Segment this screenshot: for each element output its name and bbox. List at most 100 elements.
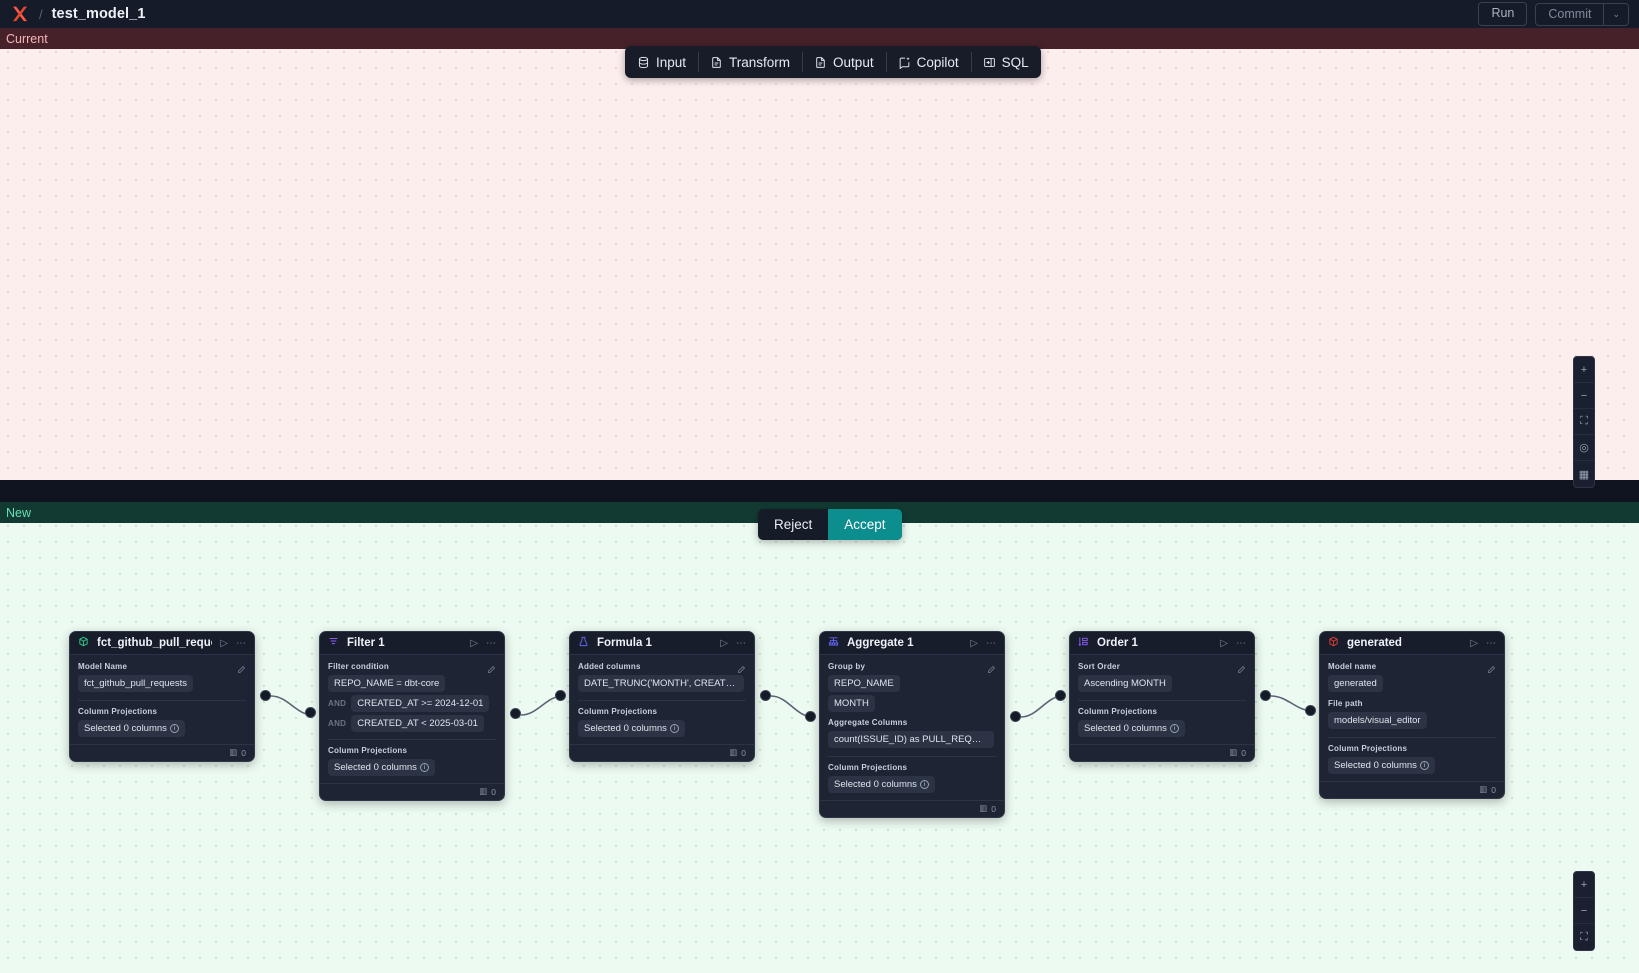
node-header[interactable]: fct_github_pull_requests ▷ ⋯ [70,632,254,655]
info-icon[interactable]: i [169,724,179,734]
node-aggregate-1[interactable]: Aggregate 1 ▷ ⋯ Group by REPO_NAME MONTH [819,631,1005,818]
toolbar-item-copilot[interactable]: Copilot [885,46,971,78]
node-footer: ▥ 0 [1320,781,1504,798]
play-icon[interactable]: ▷ [1470,637,1478,649]
play-icon[interactable]: ▷ [470,637,478,649]
play-icon[interactable]: ▷ [1220,637,1228,649]
document-icon [814,56,827,69]
port-out-filter[interactable] [510,708,521,719]
node-header[interactable]: generated ▷ ⋯ [1320,632,1504,655]
node-header[interactable]: Order 1 ▷ ⋯ [1070,632,1254,655]
play-icon[interactable]: ▷ [720,637,728,649]
dbt-logo-icon[interactable] [10,4,30,24]
node-generated[interactable]: generated ▷ ⋯ Model name generated File … [1319,631,1505,799]
accept-button[interactable]: Accept [828,509,902,540]
zoom-out-icon[interactable]: − [1574,898,1594,924]
ellipsis-icon[interactable]: ⋯ [986,637,996,649]
zoom-out-icon[interactable]: − [1574,383,1594,409]
info-icon[interactable]: i [419,763,429,773]
edit-pencil-icon[interactable] [737,661,746,679]
rows-icon: ▥ [979,803,988,813]
condition-chip[interactable]: CREATED_AT < 2025-03-01 [351,715,484,732]
breadcrumb-separator: / [39,6,43,22]
value-chip[interactable]: fct_github_pull_requests [78,675,193,693]
node-header[interactable]: Aggregate 1 ▷ ⋯ [820,632,1004,655]
ellipsis-icon[interactable]: ⋯ [1486,637,1496,649]
play-icon[interactable]: ▷ [220,637,228,649]
port-out-source[interactable] [260,690,271,701]
toolbar-item-transform[interactable]: Transform [698,46,802,78]
node-fct-github-pull-requests[interactable]: fct_github_pull_requests ▷ ⋯ Model Name … [69,631,255,762]
toolbar-item-sql[interactable]: SQL [970,46,1041,78]
node-body: Model Name fct_github_pull_requests Colu… [70,655,254,744]
commit-button[interactable]: Commit [1548,6,1592,21]
info-icon[interactable]: i [1419,761,1429,771]
edit-pencil-icon[interactable] [487,661,496,679]
file-path-chip[interactable]: models/visual_editor [1328,712,1427,730]
info-icon[interactable]: i [669,724,679,734]
group-by-chip[interactable]: MONTH [828,695,875,712]
fit-view-icon[interactable]: ⛶ [1574,409,1594,435]
fit-view-icon[interactable]: ⛶ [1580,930,1588,943]
edit-pencil-icon[interactable] [1237,661,1246,679]
ellipsis-icon[interactable]: ⋯ [236,637,246,649]
run-button[interactable]: Run [1478,2,1528,26]
info-icon[interactable]: i [1169,724,1179,734]
new-canvas[interactable]: fct_github_pull_requests ▷ ⋯ Model Name … [0,502,1639,973]
condition-chip[interactable]: CREATED_AT >= 2024-12-01 [351,695,490,712]
toolbar-item-output[interactable]: Output [802,46,886,78]
commit-button-group: Commit ⌄ [1535,2,1629,26]
ellipsis-icon[interactable]: ⋯ [486,637,496,649]
ellipsis-icon[interactable]: ⋯ [736,637,746,649]
port-in-generated[interactable] [1305,705,1316,716]
divider [78,700,246,701]
divider [1328,737,1496,738]
node-order-1[interactable]: Order 1 ▷ ⋯ Sort Order Ascending MONTH C… [1069,631,1255,762]
chip-text: Selected 0 columns [834,779,917,791]
port-in-formula[interactable] [555,690,566,701]
condition-row: REPO_NAME = dbt-core [328,675,496,692]
port-in-aggregate[interactable] [805,711,816,722]
node-body: Added columns DATE_TRUNC('MONTH', CREATE… [570,655,754,744]
center-view-icon[interactable]: ◎ [1574,435,1594,461]
added-column-chip[interactable]: DATE_TRUNC('MONTH', CREATED_AT… [578,675,744,693]
minimap-icon[interactable]: ▦ [1578,468,1590,481]
port-out-formula[interactable] [760,690,771,701]
port-out-order[interactable] [1260,690,1271,701]
edit-pencil-icon[interactable] [237,661,246,679]
play-icon[interactable]: ▷ [970,637,978,649]
node-header[interactable]: Formula 1 ▷ ⋯ [570,632,754,655]
current-canvas[interactable] [0,28,1639,480]
condition-chip[interactable]: REPO_NAME = dbt-core [328,675,446,692]
group-by-chip[interactable]: REPO_NAME [828,675,900,692]
mode-toolbar: Input Transform Output [625,46,1041,78]
condition-row: AND CREATED_AT < 2025-03-01 [328,715,496,732]
toolbar-item-input[interactable]: Input [625,46,698,78]
chevron-down-icon[interactable]: ⌄ [1603,3,1628,25]
node-filter-1[interactable]: Filter 1 ▷ ⋯ Filter condition REPO_NAME … [319,631,505,801]
aggregate-column-chip[interactable]: count(ISSUE_ID) as PULL_REQUEST_… [828,731,994,749]
section-label: Column Projections [828,763,908,772]
info-icon[interactable]: i [919,780,929,790]
section-added-columns: Added columns DATE_TRUNC('MONTH', CREATE… [578,662,746,693]
port-in-order[interactable] [1055,690,1066,701]
ellipsis-icon[interactable]: ⋯ [1236,637,1246,649]
edit-pencil-icon[interactable] [987,661,996,679]
reject-button[interactable]: Reject [758,509,828,540]
node-formula-1[interactable]: Formula 1 ▷ ⋯ Added columns DATE_TRUNC('… [569,631,755,762]
sort-order-chip[interactable]: Ascending MONTH [1078,675,1172,693]
node-header[interactable]: Filter 1 ▷ ⋯ [320,632,504,655]
model-name-chip[interactable]: generated [1328,675,1383,693]
zoom-in-icon[interactable]: + [1574,357,1594,383]
zoom-in-icon[interactable]: + [1574,872,1594,898]
port-out-aggregate[interactable] [1010,711,1021,722]
edit-pencil-icon[interactable] [1487,661,1496,679]
port-in-filter[interactable] [305,707,316,718]
